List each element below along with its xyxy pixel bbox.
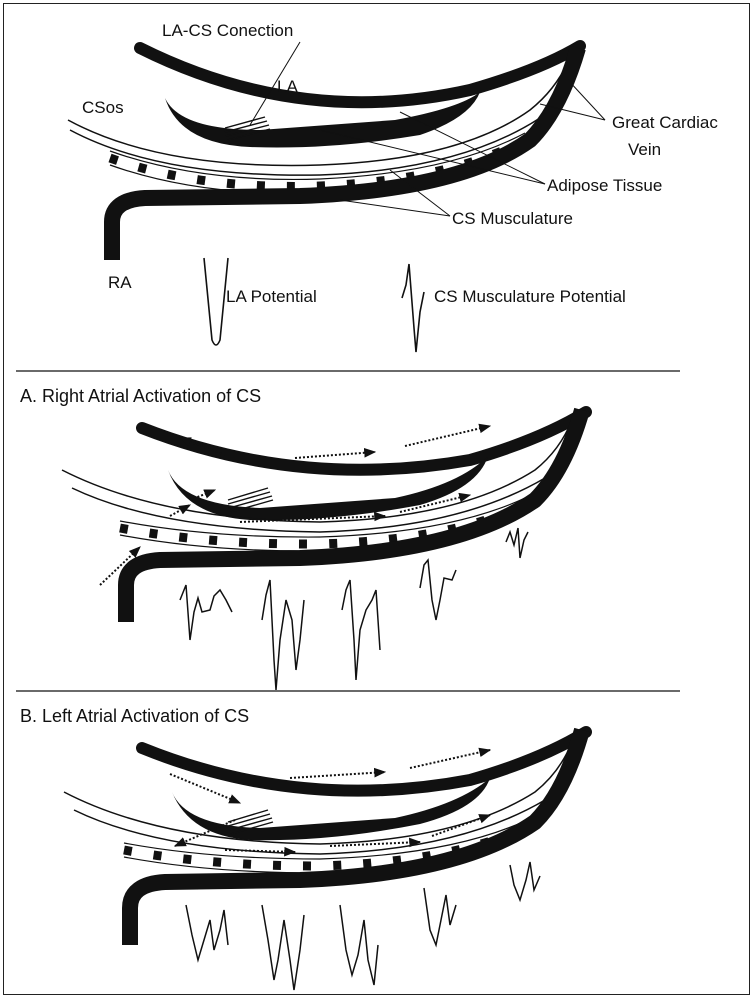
label-la: LA	[277, 77, 298, 96]
cs-musculature-potential-waveform	[402, 264, 424, 352]
panel-a-schematic	[62, 410, 586, 690]
panel-a-title: A. Right Atrial Activation of CS	[20, 386, 261, 406]
label-csos: CSos	[82, 98, 124, 117]
panel-b-schematic	[64, 730, 586, 990]
label-ra: RA	[108, 273, 132, 292]
label-great-cardiac-vein-2: Vein	[628, 140, 661, 159]
label-la-potential: LA Potential	[226, 287, 317, 306]
la-wall	[140, 46, 580, 102]
la-potential-waveform	[204, 258, 228, 345]
label-great-cardiac-vein-1: Great Cardiac	[612, 113, 718, 132]
label-cs-musculature-potential: CS Musculature Potential	[434, 287, 626, 306]
label-la-cs-connection: LA-CS Conection	[162, 21, 293, 40]
panel-b-title: B. Left Atrial Activation of CS	[20, 706, 249, 726]
label-adipose-tissue: Adipose Tissue	[547, 176, 662, 195]
top-schematic: LA-CS Conection LA CSos Great Cardiac Ve…	[68, 21, 718, 352]
label-cs-musculature: CS Musculature	[452, 209, 573, 228]
